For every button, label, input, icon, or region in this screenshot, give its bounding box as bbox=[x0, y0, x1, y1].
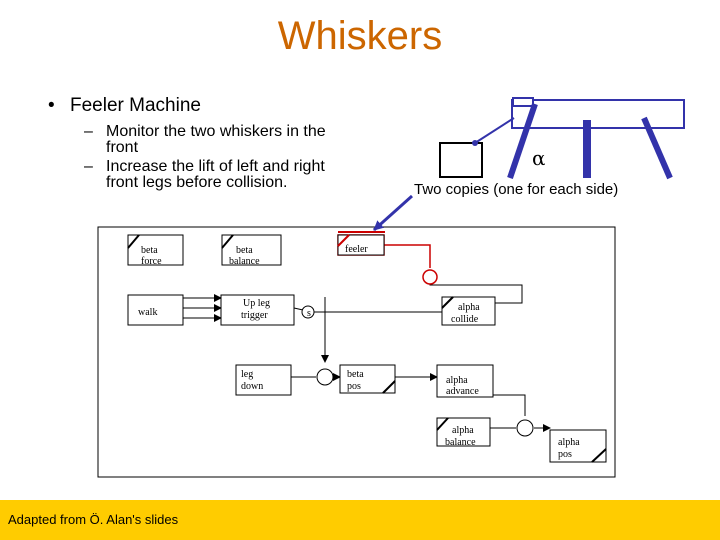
footer-bar: Adapted from Ö. Alan's slides bbox=[0, 500, 720, 540]
feeler-label: feeler bbox=[345, 244, 368, 255]
alpha-collide-label-1: alpha bbox=[458, 302, 480, 313]
node-feeler bbox=[422, 269, 438, 285]
module-walk: walk bbox=[127, 294, 184, 326]
whisker-sensor-box bbox=[439, 142, 483, 178]
suppressor-nodes bbox=[301, 305, 534, 437]
robot-caption: Two copies (one for each side) bbox=[414, 181, 619, 198]
module-beta-force: beta force bbox=[127, 234, 184, 267]
bullet-text: Feeler Machine bbox=[70, 95, 201, 116]
subbullet-monitor: –Monitor the two whiskers in the front bbox=[84, 123, 326, 156]
leg-down-label-2: down bbox=[241, 381, 263, 392]
node-leg-down bbox=[316, 368, 334, 386]
whisker-line bbox=[474, 117, 515, 144]
alpha-collide-label-2: collide bbox=[451, 314, 479, 325]
robot-illustration bbox=[439, 97, 685, 180]
robot-body bbox=[511, 99, 685, 129]
robot-leg-2 bbox=[583, 120, 591, 178]
module-alpha-pos: alpha pos bbox=[549, 429, 607, 463]
alpha-symbol: α bbox=[532, 146, 546, 170]
walk-label: walk bbox=[138, 307, 157, 318]
module-alpha-advance: alpha advance bbox=[436, 364, 494, 398]
beta-force-label-2: force bbox=[141, 256, 162, 267]
module-leg-down: leg down bbox=[235, 364, 292, 396]
alpha-balance-label-1: alpha bbox=[452, 425, 474, 436]
node-up-leg bbox=[301, 305, 315, 319]
alpha-pos-label-2: pos bbox=[558, 449, 572, 460]
up-leg-label-1: Up leg bbox=[243, 298, 270, 309]
beta-force-label-1: beta bbox=[141, 245, 158, 256]
alpha-balance-label-2: balance bbox=[445, 437, 476, 448]
alpha-advance-label-1: alpha bbox=[446, 375, 468, 386]
robot-leg-1 bbox=[507, 103, 538, 179]
module-alpha-collide: alpha collide bbox=[441, 296, 496, 326]
up-leg-label-2: trigger bbox=[241, 310, 268, 321]
whisker-tip bbox=[472, 140, 478, 146]
footer-credit: Adapted from Ö. Alan's slides bbox=[8, 512, 179, 527]
node-label-s1: s bbox=[307, 308, 311, 319]
schematic-frame bbox=[97, 226, 616, 478]
beta-balance-label-1: beta bbox=[236, 245, 253, 256]
module-beta-balance: beta balance bbox=[221, 234, 282, 267]
leg-down-label-1: leg bbox=[241, 369, 253, 380]
alpha-pos-label-1: alpha bbox=[558, 437, 580, 448]
beta-pos-label-1: beta bbox=[347, 369, 364, 380]
beta-balance-label-2: balance bbox=[229, 256, 260, 267]
slide-title: Whiskers bbox=[277, 14, 443, 58]
subbullet-increase-lift: –Increase the lift of left and right fro… bbox=[84, 158, 325, 191]
whisker-to-feeler-arrow bbox=[372, 194, 414, 232]
node-alpha-balance bbox=[516, 419, 534, 437]
module-feeler: feeler bbox=[337, 234, 385, 256]
module-beta-pos: beta pos bbox=[339, 364, 396, 394]
module-alpha-balance: alpha balance bbox=[436, 417, 491, 448]
robot-leg-3 bbox=[641, 116, 673, 180]
alpha-advance-label-2: advance bbox=[446, 386, 479, 397]
module-up-leg-trigger: Up leg trigger bbox=[220, 294, 295, 326]
beta-pos-label-2: pos bbox=[347, 381, 361, 392]
bullet-feeler-machine: •Feeler Machine bbox=[48, 95, 201, 116]
robot-head bbox=[512, 97, 534, 107]
